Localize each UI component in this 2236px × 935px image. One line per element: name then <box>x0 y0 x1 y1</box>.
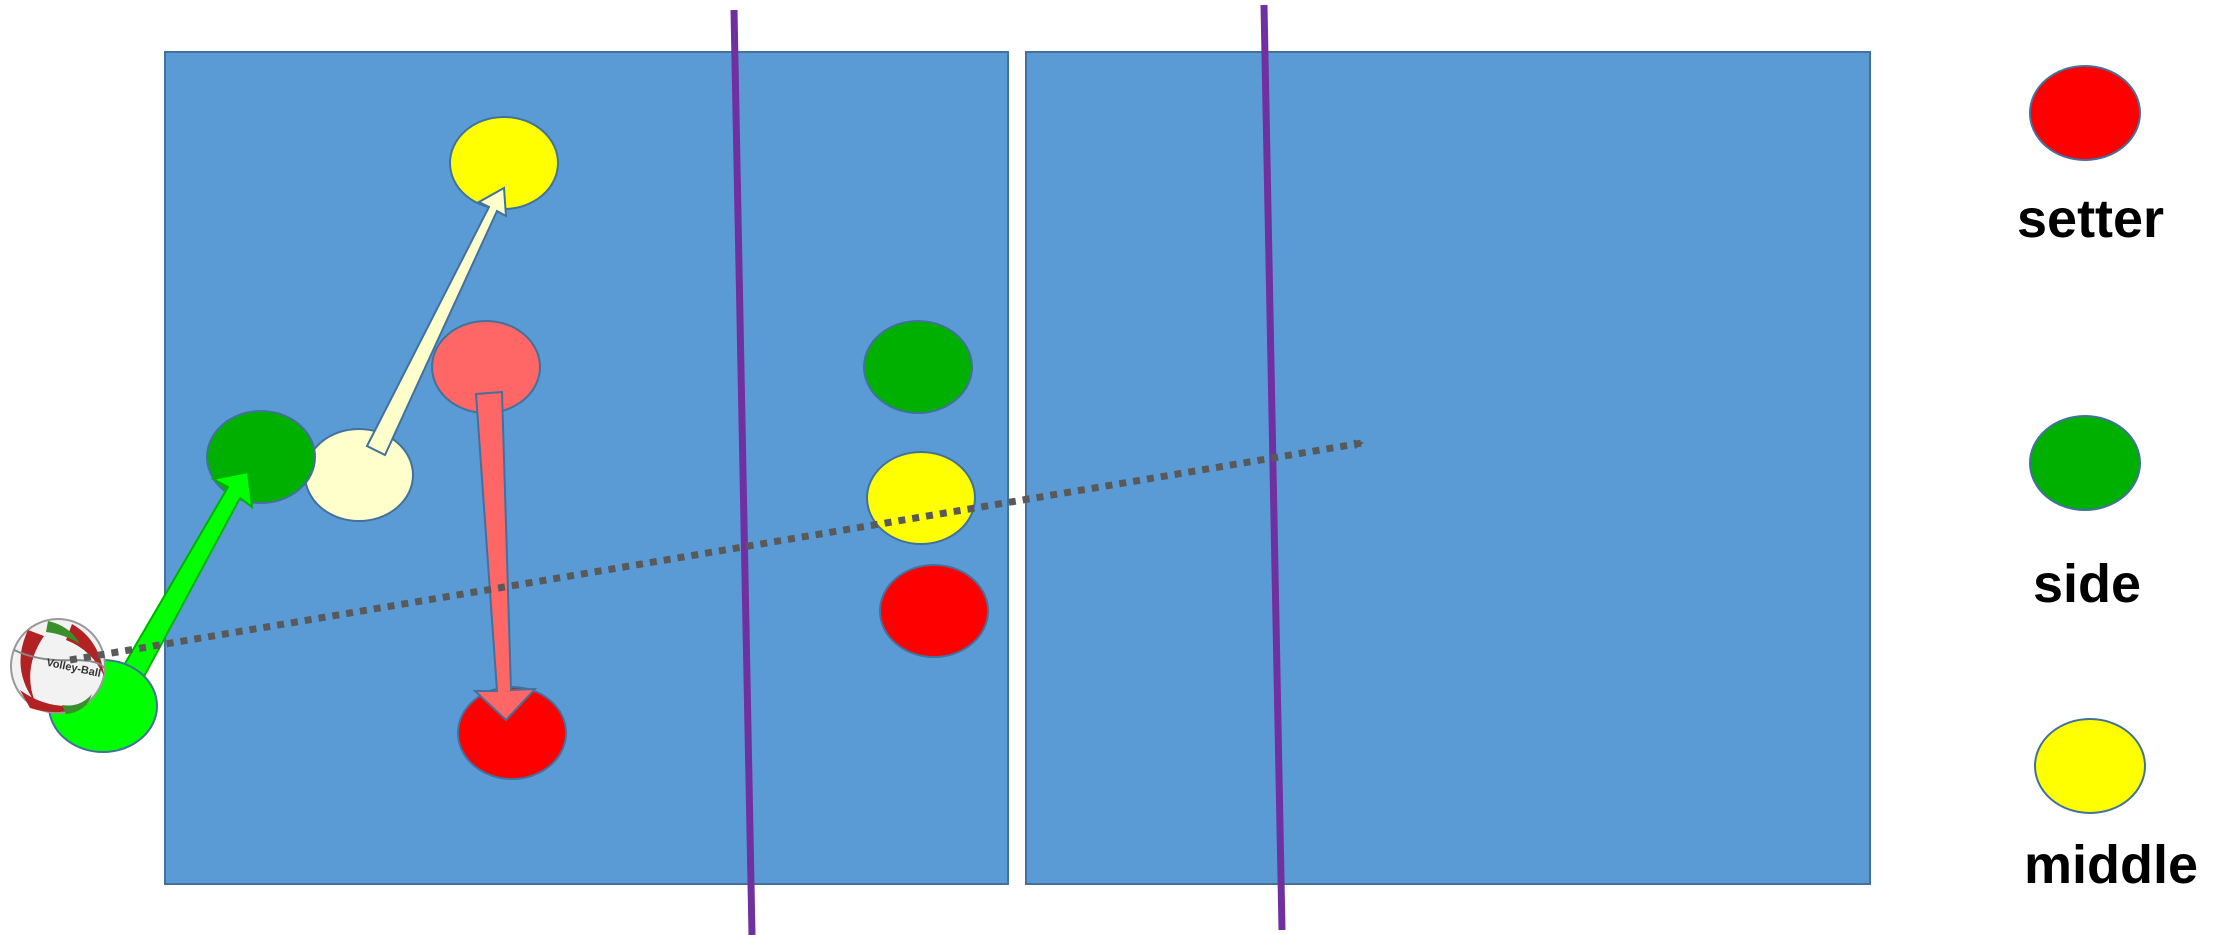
player-side-front <box>864 321 972 413</box>
player-middle-front <box>867 452 975 544</box>
legend-middle-label: middle <box>2024 838 2198 892</box>
volleyball-icon: Volley-Ball <box>11 619 105 714</box>
player-side-destination <box>207 411 315 503</box>
legend-middle-swatch <box>2035 719 2145 813</box>
player-middle-start <box>305 429 413 521</box>
legend-setter-swatch <box>2030 66 2140 160</box>
legend-setter-label: setter <box>2017 192 2164 246</box>
legend-side-label: side <box>2033 557 2141 611</box>
player-setter-front <box>880 565 988 657</box>
legend-side-swatch <box>2030 416 2140 510</box>
court-right-half <box>1026 52 1870 884</box>
